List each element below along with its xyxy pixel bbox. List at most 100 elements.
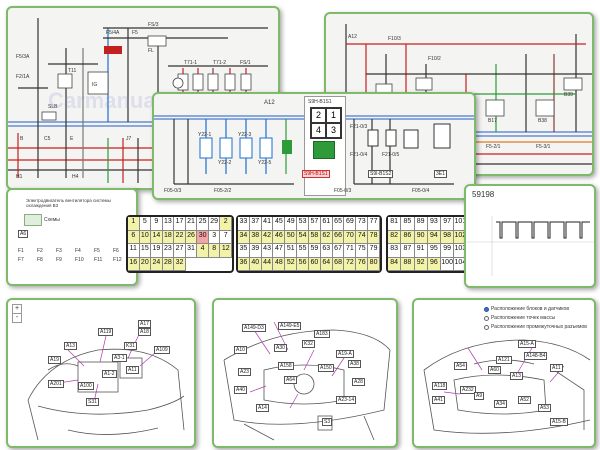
pin-cell[interactable]: 33 [238,217,250,231]
location-label[interactable]: A109 [154,346,170,354]
pin-cell[interactable]: 34 [238,230,250,244]
pin-cell[interactable]: 72 [344,257,357,271]
location-label[interactable]: A17 [138,320,151,328]
pin-cell[interactable]: 91 [414,244,428,258]
location-label[interactable]: A158 [278,362,294,370]
pin-cell[interactable]: 86 [401,230,415,244]
chip[interactable]: F6 [113,248,119,254]
location-option[interactable]: Расположение точек массы [484,315,555,321]
pin-cell[interactable]: 32 [174,257,186,271]
location-label[interactable]: A10 [234,346,247,354]
pin-cell[interactable]: 66 [332,230,345,244]
pin-cell[interactable]: 5 [139,217,152,231]
location-label[interactable]: A150 [318,364,334,372]
pin-cell[interactable]: 6 [128,230,140,244]
pin-cell[interactable]: 61 [320,217,333,231]
location-label[interactable]: A11 [126,366,139,374]
chip[interactable]: F2 [37,248,43,254]
pin-cell[interactable]: 20 [139,257,152,271]
pin-cell[interactable]: 81 [388,217,402,231]
location-label[interactable]: A64 [284,376,297,384]
pin-cell[interactable]: 85 [401,217,415,231]
pin-cell[interactable]: 42 [261,230,274,244]
pin-cell[interactable]: 15 [139,244,152,258]
location-label[interactable]: A118 [432,382,448,390]
pin-cell[interactable]: 96 [427,257,441,271]
pin-cell[interactable]: 77 [368,217,380,231]
pin-cell[interactable]: 50 [285,230,298,244]
pin-cell[interactable]: 23 [162,244,175,258]
location-label[interactable]: A121 [496,356,512,364]
location-panel-right[interactable]: Расположение блоков и датчиков Расположе… [412,298,596,448]
pin-cell[interactable]: 71 [344,244,357,258]
pin-cell[interactable]: 27 [174,244,186,258]
pin-cell[interactable]: 80 [368,257,380,271]
location-label[interactable]: A100 [78,382,94,390]
pin-cell[interactable]: 40 [249,257,262,271]
location-label[interactable]: A18 [138,328,151,336]
location-label[interactable]: A28 [352,378,365,386]
pin-cell[interactable]: 8 [208,244,221,258]
pin-cell[interactable]: 84 [388,257,402,271]
location-label[interactable]: A11 [550,364,563,372]
tab-a6[interactable]: A6 [18,230,29,238]
pin-cell[interactable]: 29 [208,217,221,231]
location-label[interactable]: A13 [64,342,77,350]
chip[interactable]: F1 [18,248,24,254]
pin-cell[interactable]: 67 [332,244,345,258]
location-option[interactable]: Расположение промежуточных разъемов [484,324,587,330]
location-label[interactable]: A119 [98,328,114,336]
pin-cell[interactable]: 3 [208,230,221,244]
location-option[interactable]: Расположение блоков и датчиков [484,306,569,312]
location-label[interactable]: S31 [86,398,99,406]
location-label[interactable]: S3 [322,418,333,426]
chip[interactable]: F3 [56,248,62,254]
zoom-in-button[interactable]: + [13,305,21,314]
pin-cell[interactable]: 18 [162,230,175,244]
pin-cell[interactable]: 68 [332,257,345,271]
chip[interactable]: F9 [56,257,62,263]
connector-badge[interactable]: S9H-B1S1 [302,170,330,178]
location-label[interactable]: A60 [488,366,501,374]
pin-cell[interactable]: 83 [388,244,402,258]
pin-cell[interactable]: 41 [261,217,274,231]
location-label[interactable]: A232 [460,386,476,394]
pin-cell[interactable]: 87 [401,244,415,258]
location-label[interactable]: A19-A [336,350,354,358]
pin-cell[interactable]: 48 [273,257,286,271]
wiring-diagram-panel-center[interactable]: A12 S9H-B1S1 2 1 4 3 S9H-B1S1 S9I-B1S2 3… [152,92,476,200]
pin-cell[interactable]: 19 [151,244,163,258]
location-label[interactable]: A40 [234,386,247,394]
pin-cell[interactable]: 60 [308,257,321,271]
component-sub-item[interactable]: Схемы [44,217,60,223]
pin-cell[interactable]: 36 [238,257,250,271]
location-label[interactable]: A23 [238,368,251,376]
pin-cell[interactable]: 100 [441,257,455,271]
location-label[interactable]: A1-2 [102,370,117,378]
chip[interactable]: F8 [37,257,43,263]
pin-cell[interactable]: 89 [414,217,428,231]
location-label[interactable]: K31 [124,342,137,350]
pin-cell[interactable]: 69 [344,217,357,231]
chip[interactable]: F10 [75,257,84,263]
location-label[interactable]: A52 [518,396,531,404]
chip[interactable]: F5 [94,248,100,254]
pin-cell[interactable]: 78 [368,230,380,244]
chip[interactable]: F11 [94,257,103,263]
chip[interactable]: F12 [113,257,122,263]
pin-cell[interactable]: 7 [220,230,232,244]
pin-cell[interactable]: 17 [174,217,186,231]
zoom-out-button[interactable]: - [15,314,19,321]
pin-cell[interactable]: 49 [285,217,298,231]
pin-cell[interactable]: 35 [238,244,250,258]
pin-cell[interactable]: 53 [297,217,309,231]
pin-cell[interactable]: 99 [441,244,455,258]
pin-cell[interactable]: 98 [441,230,455,244]
pin-cell[interactable]: 9 [151,217,163,231]
pin-cell[interactable]: 76 [356,257,369,271]
pin-cell[interactable]: 57 [308,217,321,231]
pin-cell[interactable]: 16 [128,257,140,271]
location-label[interactable]: A41 [432,396,445,404]
pin-cell[interactable]: 28 [162,257,175,271]
pin-cell[interactable]: 46 [273,230,286,244]
